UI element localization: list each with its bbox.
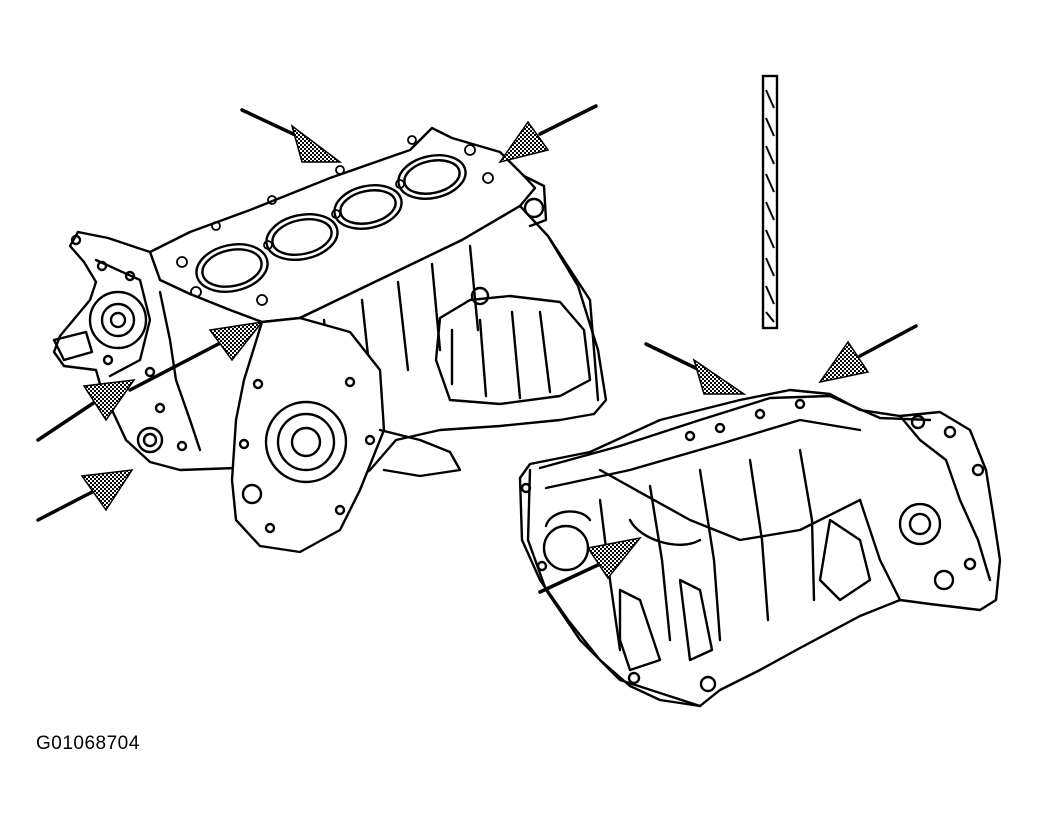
arrow-deck-left bbox=[240, 108, 343, 163]
cylinder-bore-4 bbox=[397, 154, 467, 200]
cylinder-bore-1 bbox=[195, 243, 269, 293]
arrow-case-front bbox=[538, 536, 642, 594]
arrow-front-upper bbox=[128, 320, 264, 392]
arrow-deck-right bbox=[498, 104, 598, 164]
bearing-webs bbox=[598, 448, 816, 652]
crankcase-left-end bbox=[526, 468, 702, 708]
deck-bolt-holes bbox=[176, 135, 494, 306]
coolant-outlet-pipe bbox=[52, 330, 94, 362]
arrow-case-top-right bbox=[818, 324, 918, 384]
straightedge-tool bbox=[761, 74, 779, 330]
oil-passage-port bbox=[136, 426, 164, 454]
crankcase-bay bbox=[434, 294, 592, 406]
measurement-point-arrows bbox=[36, 104, 918, 594]
cylinder-bore-2 bbox=[265, 213, 339, 261]
water-pump-housing bbox=[88, 290, 148, 350]
block-rear-flange bbox=[230, 316, 386, 554]
figure-id-label: G01068704 bbox=[36, 733, 140, 754]
oil-pump-boss bbox=[898, 502, 942, 546]
crankcase-right-end bbox=[898, 414, 992, 582]
cylinder-block-upper bbox=[52, 126, 608, 554]
main-bearing-saddle bbox=[628, 518, 702, 546]
cylinder-bore-3 bbox=[333, 184, 403, 230]
arrow-case-top-left bbox=[644, 342, 747, 395]
cylinder-bore-2-inner bbox=[271, 218, 333, 256]
arrow-front-middle bbox=[36, 379, 136, 442]
crankshaft-seal-bore bbox=[264, 400, 348, 484]
arrow-front-lower bbox=[36, 469, 134, 522]
cylinder-bore-1-inner bbox=[201, 248, 263, 288]
